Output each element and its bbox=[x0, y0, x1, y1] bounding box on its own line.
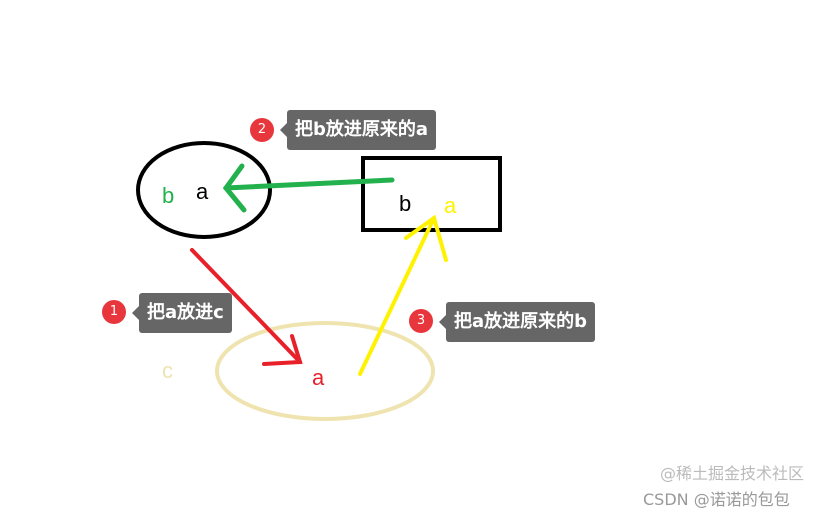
variable-a-ellipse bbox=[136, 141, 272, 239]
step1-arrow bbox=[190, 248, 303, 366]
step3-tooltip: 把a放进原来的b bbox=[438, 302, 596, 342]
watermark-juejin: @稀土掘金技术社区 bbox=[660, 464, 805, 483]
b-var-b-label: b bbox=[399, 191, 411, 216]
variable-c-ellipse bbox=[215, 321, 435, 421]
watermark-csdn: CSDN @诺诺的包包 bbox=[643, 490, 790, 509]
step3-arrow bbox=[358, 214, 448, 376]
step2-tooltip: 把b放进原来的a bbox=[279, 110, 437, 150]
a-var-b-label: b bbox=[162, 183, 174, 208]
step2-badge: 2 bbox=[250, 118, 274, 142]
step2-arrow bbox=[222, 163, 395, 213]
a-var-a-label: a bbox=[196, 179, 209, 204]
step3-badge: 3 bbox=[409, 309, 433, 333]
step1-tooltip: 把a放进c bbox=[132, 293, 232, 333]
variable-b-box bbox=[361, 156, 502, 232]
c-label: c bbox=[162, 358, 173, 383]
b-var-a-label: a bbox=[444, 193, 457, 218]
step1-badge: 1 bbox=[102, 300, 126, 324]
c-var-a-label: a bbox=[312, 365, 325, 390]
